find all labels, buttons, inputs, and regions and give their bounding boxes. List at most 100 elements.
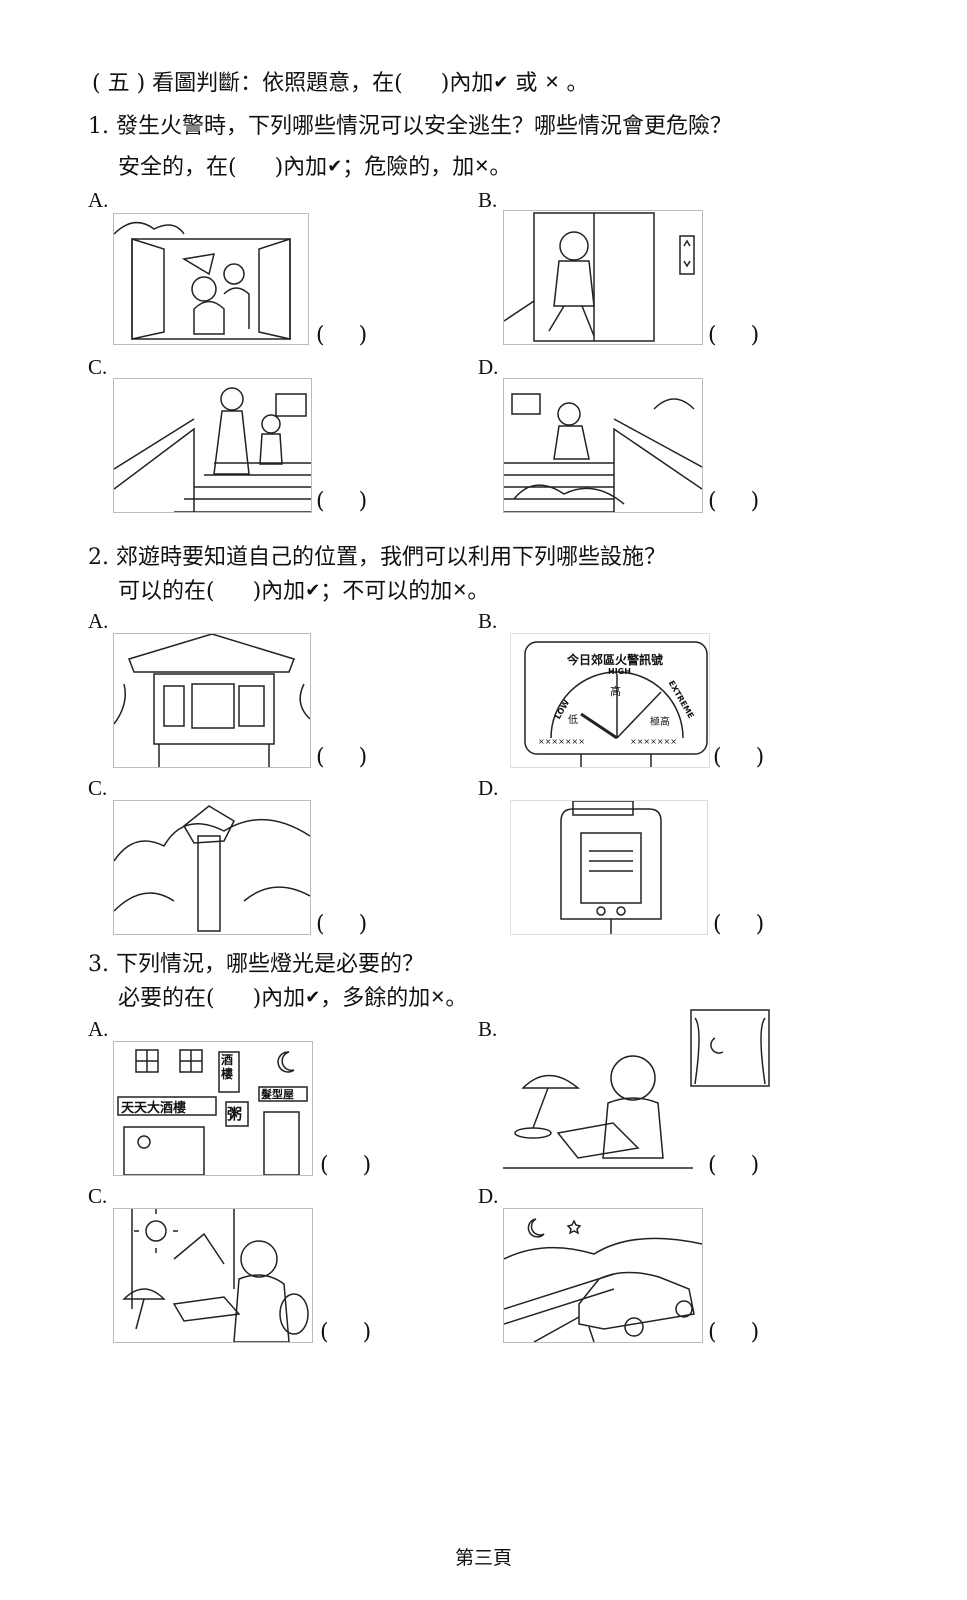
sign-high: HIGH (608, 667, 631, 676)
q3-sub-end: 。 (445, 986, 468, 1011)
question-3-subtitle: 必要的在( )內加✔，多餘的加✕。 (118, 983, 467, 1014)
instruction-line: ( 五 ) 看圖判斷：依照題意，在( )內加✔ 或 ✕ 。 (92, 68, 589, 99)
cross-icon: ✕ (544, 72, 560, 93)
q2-sub-text-3: ；不可以的加 (320, 579, 453, 604)
q3-sub-text-2: )內加 (252, 986, 306, 1011)
q1c-answer-blank[interactable]: () (316, 489, 367, 514)
q2b-answer-blank[interactable]: () (713, 745, 764, 770)
paren-close: ) (358, 912, 368, 937)
paren-close: ) (750, 1320, 760, 1345)
q1-option-b: B. (478, 188, 498, 212)
question-2-title: 2. 郊遊時要知道自己的位置，我們可以利用下列哪些設施？ (88, 545, 666, 570)
sign-extreme-zh: 極高 (650, 717, 670, 728)
question-1-title: 1. 發生火警時，下列哪些情況可以安全逃生？哪些情況會更危險？ (88, 114, 732, 139)
q3d-car-night-image (503, 1208, 703, 1343)
paren-open: ( (713, 912, 722, 937)
q2-sub-text-2: )內加 (252, 579, 306, 604)
q1a-window-image (113, 213, 309, 345)
paren-close: ) (755, 912, 765, 937)
q3c-reading-daylight-image (113, 1208, 313, 1343)
q2-option-a: A. (88, 609, 109, 633)
instruction-end: 。 (566, 71, 589, 96)
q3-option-b: B. (478, 1017, 498, 1041)
q3a-answer-blank[interactable]: () (320, 1153, 371, 1178)
q2a-answer-blank[interactable]: () (316, 745, 367, 770)
q3c-answer-blank[interactable]: () (320, 1320, 371, 1345)
paren-open: ( (708, 1320, 717, 1345)
q1-sub-text-3: ；危險的，加 (342, 155, 475, 180)
sign-high-zh: 高 (610, 685, 621, 698)
q2b-sign-labels: 今日郊區火警訊號 HIGH 高 LOW 低 EXTREME 極高 ×××××××… (510, 633, 708, 766)
sign-marks-left: ××××××× (538, 737, 585, 746)
sign-marks-right: ××××××× (630, 737, 677, 746)
shop-sign-congee: 粥 (227, 1105, 243, 1123)
question-3-title: 3. 下列情況，哪些燈光是必要的？ (88, 952, 424, 977)
q3-option-d: D. (478, 1184, 499, 1208)
paren-open: ( (316, 912, 325, 937)
paren-open: ( (316, 745, 325, 770)
q2d-info-board-image (510, 800, 708, 935)
q2-option-d: D. (478, 776, 499, 800)
paren-open: ( (713, 745, 722, 770)
q3-sub-text-3: ，多餘的加 (320, 986, 431, 1011)
paren-close: ) (750, 323, 760, 348)
q3a-shop-labels: 天天大酒樓 酒樓 粥 髮型屋 (113, 1041, 311, 1174)
paren-close: ) (362, 1153, 372, 1178)
paren-open: ( (708, 1153, 717, 1178)
cross-icon: ✕ (474, 156, 490, 177)
paren-close: ) (358, 323, 368, 348)
cross-icon: ✕ (452, 580, 468, 601)
shop-sign-hair: 髮型屋 (261, 1088, 294, 1101)
q2c-answer-blank[interactable]: () (316, 912, 367, 937)
sign-low-zh: 低 (568, 715, 578, 726)
q3d-answer-blank[interactable]: () (708, 1320, 759, 1345)
q3-option-c: C. (88, 1184, 108, 1208)
paren-close: ) (358, 745, 368, 770)
check-icon: ✔ (305, 987, 321, 1008)
q2-sub-end: 。 (467, 579, 490, 604)
q2b-fire-danger-sign-image (510, 633, 710, 768)
check-icon: ✔ (327, 156, 343, 177)
instruction-or: 或 (515, 71, 538, 96)
instruction-text: ( 五 ) 看圖判斷：依照題意，在( (92, 71, 403, 96)
paren-open: ( (320, 1153, 329, 1178)
page-number: 第三頁 (454, 1547, 512, 1569)
q2-option-c: C. (88, 776, 108, 800)
check-icon: ✔ (493, 72, 509, 93)
paren-close: ) (755, 745, 765, 770)
q1b-answer-blank[interactable]: () (708, 323, 759, 348)
instruction-text-2: )內加 (440, 71, 494, 96)
q2d-answer-blank[interactable]: () (713, 912, 764, 937)
q3a-shop-street-image (113, 1041, 313, 1176)
paren-open: ( (708, 323, 717, 348)
q3-option-a: A. (88, 1017, 109, 1041)
sign-title: 今日郊區火警訊號 (566, 653, 663, 667)
q1-sub-text: 安全的，在( (118, 155, 237, 180)
paren-open: ( (316, 323, 325, 348)
paren-open: ( (316, 489, 325, 514)
q3-sub-text: 必要的在( (118, 986, 215, 1011)
q2-sub-text: 可以的在( (118, 579, 215, 604)
paren-close: ) (750, 489, 760, 514)
shop-sign-wine: 酒樓 (221, 1053, 234, 1081)
q1-sub-end: 。 (489, 155, 512, 180)
paren-open: ( (320, 1320, 329, 1345)
q1-option-c: C. (88, 355, 108, 379)
q1a-answer-blank[interactable]: () (316, 323, 367, 348)
q1-option-d: D. (478, 355, 499, 379)
q2-option-b: B. (478, 609, 498, 633)
check-icon: ✔ (305, 580, 321, 601)
q1b-elevator-image (503, 210, 703, 345)
q1d-answer-blank[interactable]: () (708, 489, 759, 514)
paren-open: ( (708, 489, 717, 514)
q1d-stairs-image (503, 378, 703, 513)
q3b-studying-night-image (503, 1008, 771, 1176)
q1-option-a: A. (88, 188, 109, 212)
shop-sign-restaurant: 天天大酒樓 (121, 1101, 187, 1116)
paren-close: ) (358, 489, 368, 514)
cross-icon: ✕ (430, 987, 446, 1008)
q3b-answer-blank[interactable]: () (708, 1153, 759, 1178)
paren-close: ) (750, 1153, 760, 1178)
q2a-noticeboard-image (113, 633, 311, 768)
question-1-subtitle: 安全的，在()內加✔；危險的，加✕。 (118, 152, 511, 183)
